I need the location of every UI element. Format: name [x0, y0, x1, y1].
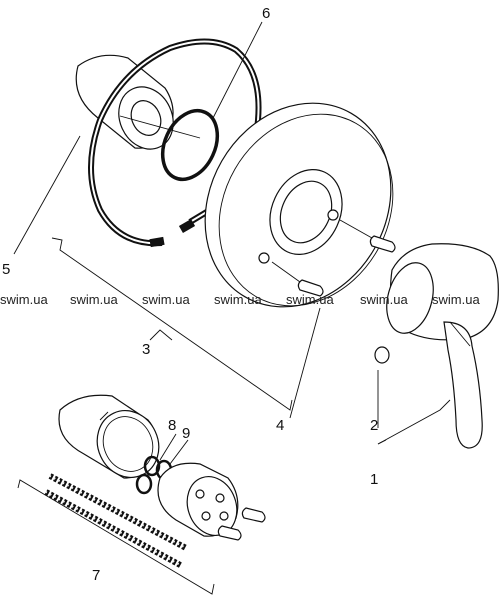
leader-lines	[13, 21, 451, 595]
callouts: 1 2 3 4 5 6 7 8 9	[2, 5, 378, 584]
watermark-text: swim.ua	[142, 292, 190, 307]
part-cover-plate	[204, 102, 394, 308]
watermark-text: swim.ua	[214, 292, 262, 307]
callout-5: 5	[2, 261, 10, 278]
callout-6: 6	[262, 5, 270, 22]
part-cartridge-body	[58, 394, 160, 479]
part-sleeve	[75, 54, 201, 150]
callout-2: 2	[370, 417, 378, 434]
part-pins	[271, 219, 396, 297]
watermark-text: swim.ua	[0, 292, 48, 307]
part-o-ring-large	[160, 108, 220, 182]
part-threaded-rods	[44, 473, 188, 569]
watermarks: swim.ua swim.ua swim.ua swim.ua swim.ua …	[0, 292, 480, 307]
watermark-text: swim.ua	[70, 292, 118, 307]
watermark-text: swim.ua	[286, 292, 334, 307]
part-valve-core	[157, 462, 266, 541]
callout-1: 1	[370, 471, 378, 488]
callout-8: 8	[168, 417, 176, 434]
watermark-text: swim.ua	[432, 292, 480, 307]
watermark-text: swim.ua	[360, 292, 408, 307]
callout-9: 9	[182, 425, 190, 442]
callout-7: 7	[92, 567, 100, 584]
part-handle	[374, 243, 499, 449]
callout-3: 3	[142, 341, 150, 358]
callout-4: 4	[276, 417, 284, 434]
